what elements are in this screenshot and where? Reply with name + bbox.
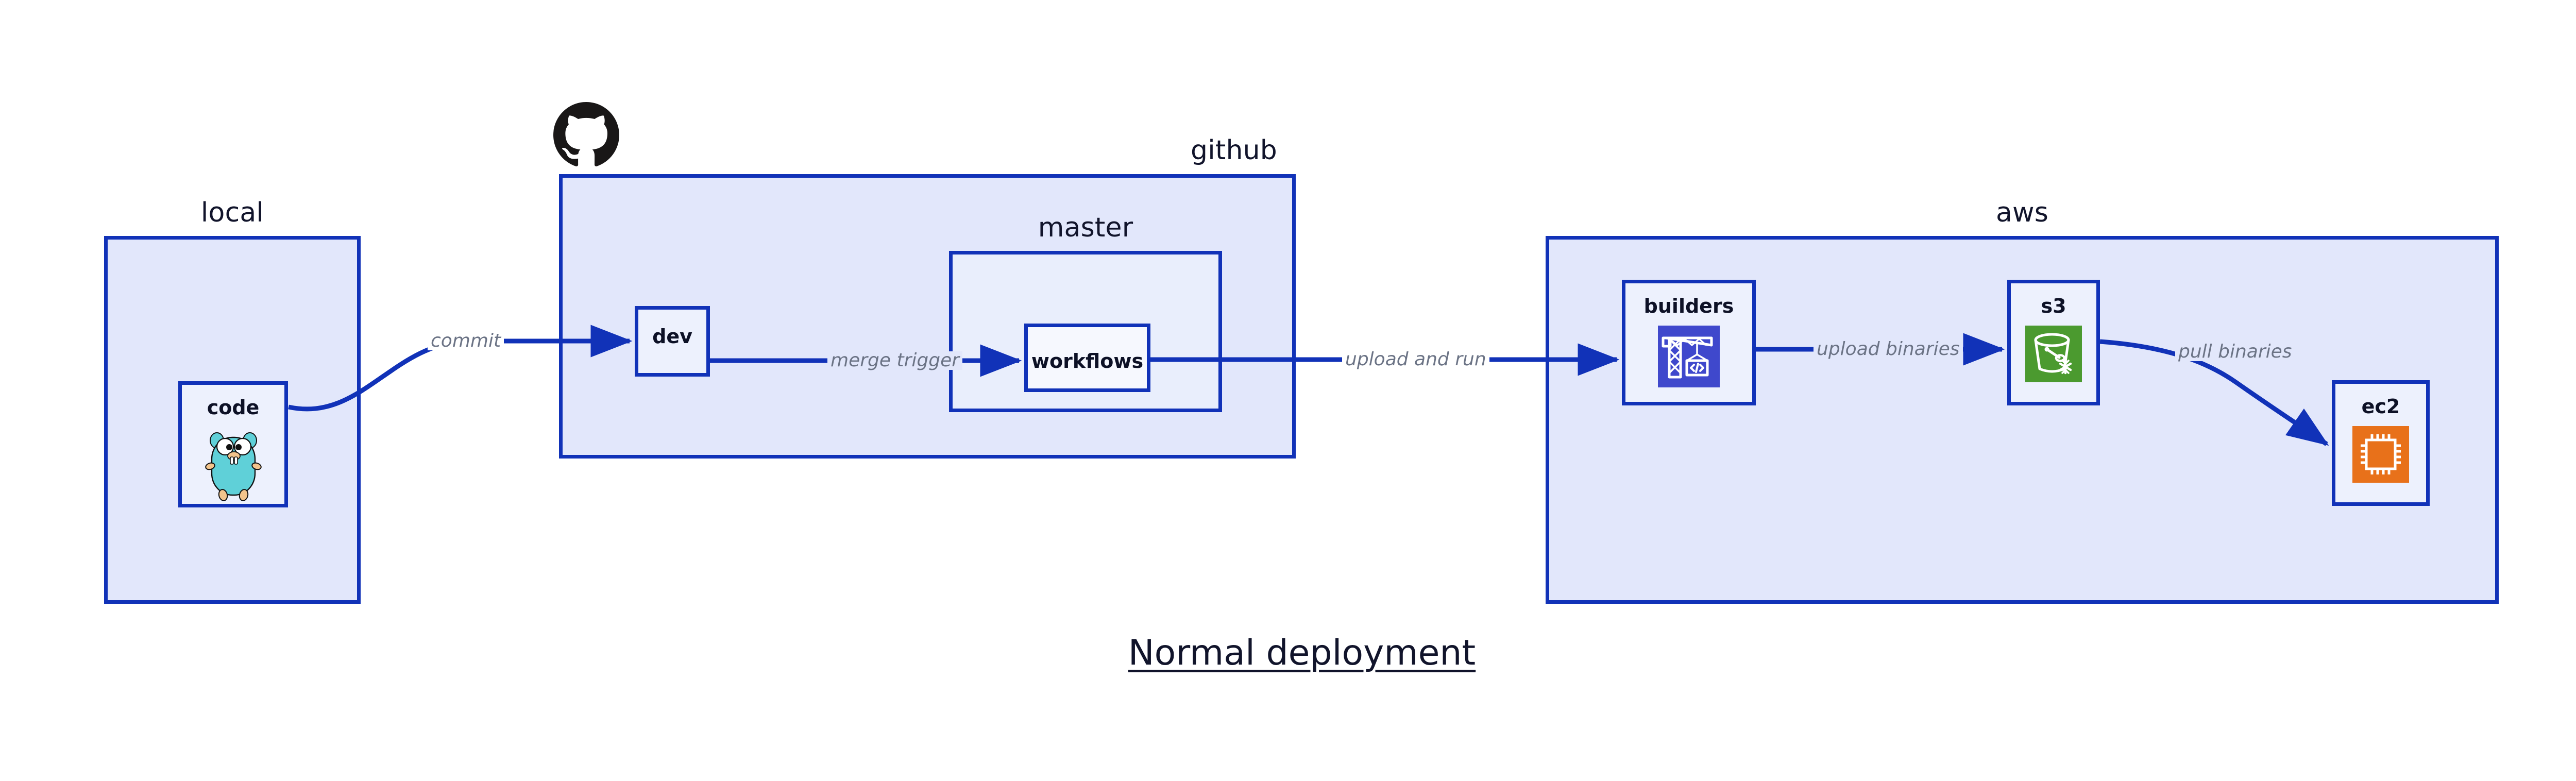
edge-label-upload-and-run: upload and run — [1342, 350, 1489, 369]
group-label-local: local — [200, 197, 264, 228]
node-s3[interactable]: s3 — [2007, 280, 2100, 405]
edge-label-merge-trigger: merge trigger — [827, 351, 963, 370]
go-gopher-icon — [202, 426, 264, 501]
aws-s3-bucket-icon — [2025, 326, 2082, 382]
node-workflows[interactable]: workflows — [1024, 324, 1150, 392]
edge-label-upload-binaries: upload binaries — [1814, 340, 1963, 359]
node-label-workflows: workflows — [1031, 350, 1144, 372]
node-label-dev: dev — [652, 325, 692, 348]
node-ec2[interactable]: ec2 — [2332, 380, 2430, 506]
node-builders[interactable]: builders — [1622, 280, 1756, 405]
node-code[interactable]: code — [178, 381, 288, 507]
node-label-ec2: ec2 — [2361, 395, 2400, 418]
aws-codebuild-crane-icon — [1658, 326, 1720, 387]
group-label-aws: aws — [1995, 197, 2049, 228]
group-label-github: github — [1191, 135, 1277, 166]
group-label-master: master — [1038, 212, 1133, 243]
node-dev[interactable]: dev — [635, 306, 710, 377]
aws-ec2-chip-icon — [2352, 426, 2409, 483]
edge-label-pull-binaries: pull binaries — [2175, 343, 2295, 361]
node-label-s3: s3 — [2041, 295, 2066, 317]
node-label-code: code — [207, 396, 260, 419]
diagram-title: Normal deployment — [1128, 633, 1476, 673]
node-label-builders: builders — [1643, 295, 1734, 317]
edge-label-commit: commit — [428, 332, 504, 350]
github-octocat-logo — [553, 102, 620, 168]
